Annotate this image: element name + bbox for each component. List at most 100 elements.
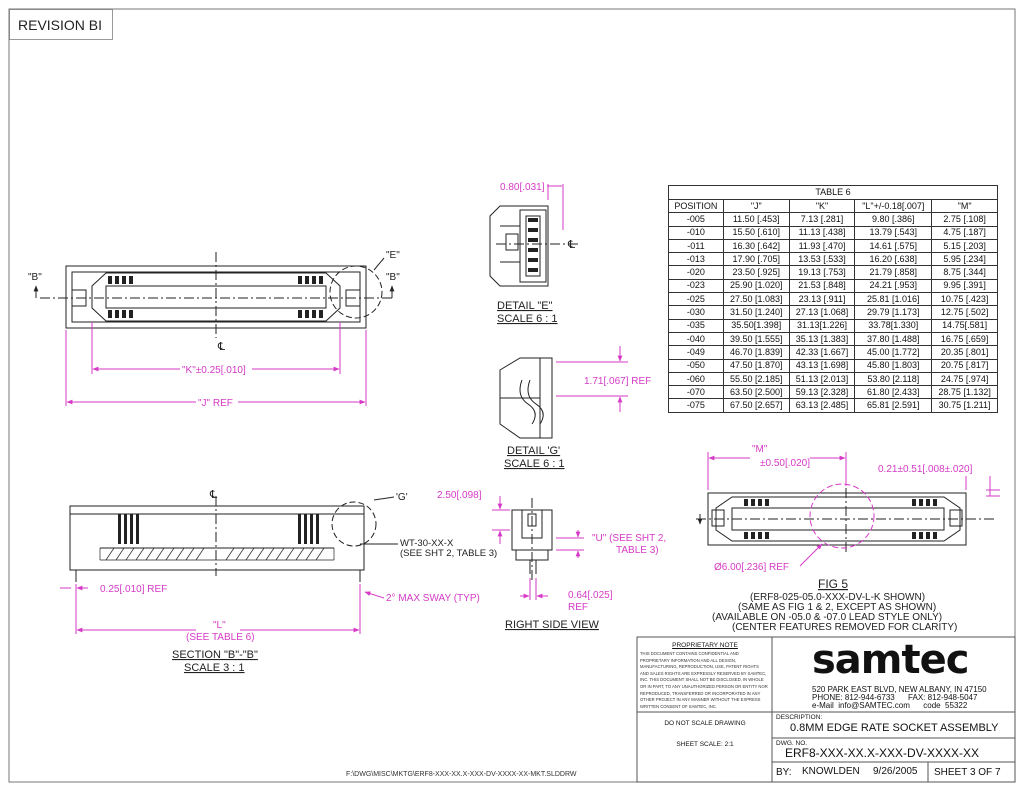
table-cell: 31.50 [1.240] xyxy=(722,305,790,320)
right-side-dim-top: 2.50[.098] xyxy=(437,490,482,501)
samtec-logo-text: samtec xyxy=(812,637,969,683)
right-side-view xyxy=(511,498,553,580)
right-side-u-label-1: "U" (SEE SHT 2, xyxy=(592,533,666,544)
top-view xyxy=(40,252,392,338)
table-cell: 28.75 [1.132] xyxy=(931,385,998,400)
table-cell: -070 xyxy=(668,385,724,400)
table-cell: 45.00 [1.772] xyxy=(854,345,933,360)
table-cell: 63.13 [2.485] xyxy=(788,398,856,413)
description-value: 0.8MM EDGE RATE SOCKET ASSEMBLY xyxy=(790,722,999,734)
table-cell: 10.75 [.423] xyxy=(931,292,998,307)
table-cell: 63.50 [2.500] xyxy=(722,385,790,400)
table-cell: 42.33 [1.667] xyxy=(788,345,856,360)
table-cell: -049 xyxy=(668,345,724,360)
table-cell: -025 xyxy=(668,292,724,307)
detail-g-dim: 1.71[.067] REF xyxy=(584,376,651,387)
table-cell: 11.50 [.453] xyxy=(722,212,790,227)
table-cell: 59.13 [2.328] xyxy=(788,385,856,400)
table-6-title: TABLE 6 xyxy=(668,185,998,199)
proprietary-line: INC. THIS DOCUMENT SHALL NOT BE DISCLOSE… xyxy=(640,677,764,683)
table-cell: 14.75[.581] xyxy=(931,318,998,333)
table-cell: -030 xyxy=(668,305,724,320)
table-cell: 13.53 [.533] xyxy=(788,252,856,267)
table-cell: 39.50 [1.555] xyxy=(722,331,790,347)
table-cell: 23.13 [.911] xyxy=(788,292,856,307)
table-cell: 45.80 [1.803] xyxy=(854,358,933,373)
right-side-dim-bottom-1: 0.64[.025] xyxy=(568,590,613,601)
right-side-dim-bottom-2: REF xyxy=(568,602,588,613)
title-block-frame xyxy=(636,636,1016,783)
proprietary-line: THIS DOCUMENT CONTAINS CONFIDENTIAL AND xyxy=(640,651,739,656)
table-cell: 21.79 [.858] xyxy=(854,265,933,280)
fig5-dia: Ø6.00[.236] REF xyxy=(714,562,789,573)
table-cell: 20.75 [.817] xyxy=(931,358,998,373)
proprietary-line: REPRODUCED, TRANSFERRED OR INCORPORATED … xyxy=(640,690,761,696)
email-line: e-Mail info@SAMTEC.com code 55322 xyxy=(812,701,968,710)
description-label: DESCRIPTION: xyxy=(776,714,823,721)
table-cell: -005 xyxy=(668,212,724,227)
fig5-title: FIG 5 xyxy=(818,577,848,591)
sheet-value: SHEET 3 OF 7 xyxy=(934,767,1001,778)
section-b-sway: 2° MAX SWAY (TYP) xyxy=(386,593,480,604)
table-cell: 23.50 [.925] xyxy=(722,265,790,280)
table-cell: 53.80 [2.118] xyxy=(854,371,933,387)
table-cell: 2.75 [.108] xyxy=(931,212,998,227)
phone-line: PHONE: 812-944-6733 FAX: 812-948-5047 xyxy=(812,693,978,702)
j-dim-label: "J" REF xyxy=(198,398,233,409)
section-b-label-g: 'G' xyxy=(396,492,408,503)
fig5-note-2: (SAME AS FIG 1 & 2, EXCEPT AS SHOWN) xyxy=(738,602,936,613)
detail-e-title: DETAIL "E" xyxy=(497,300,553,312)
table-cell: 14.61 [.575] xyxy=(854,238,933,254)
detail-e-contacts xyxy=(528,218,538,272)
table-cell: -020 xyxy=(668,265,724,280)
fig5-view xyxy=(696,483,996,552)
fig5-m-label-2: ±0.50[.020] xyxy=(760,458,810,469)
table-cell: 19.13 [.753] xyxy=(788,265,856,280)
table-cell: 16.30 [.642] xyxy=(722,238,790,254)
fig5-note-1: (ERF8-025-05.0-XXX-DV-L-K SHOWN) xyxy=(750,592,925,603)
by-label: BY: xyxy=(776,767,792,778)
table-cell: 65.81 [2.591] xyxy=(854,398,933,413)
detail-e-dim: 0.80[.031] xyxy=(500,182,545,193)
detail-g-dimension xyxy=(556,346,628,412)
detail-g-title: DETAIL 'G' xyxy=(507,445,560,457)
table-cell: 33.78[1.330] xyxy=(854,318,933,333)
table-cell: 24.21 [.953] xyxy=(854,278,933,294)
section-b-view xyxy=(69,496,398,582)
file-path: F:\DWG\MISC\MKTG\ERF8-XXX-XX.X-XXX-DV-XX… xyxy=(346,771,577,778)
detail-e-centerline: ℄ xyxy=(567,239,575,251)
table-cell: 11.13 [.438] xyxy=(788,225,856,240)
proprietary-note: PROPRIETARY NOTE THIS DOCUMENT CONTAINS … xyxy=(640,642,770,710)
top-view-label-b-left: "B" xyxy=(28,272,42,283)
fig5-note-4: (CENTER FEATURES REMOVED FOR CLARITY) xyxy=(732,622,957,633)
table-cell: 27.13 [1.068] xyxy=(788,305,856,320)
section-b-l-dim-2: (SEE TABLE 6) xyxy=(186,632,255,643)
detail-e-view xyxy=(489,205,578,287)
detail-g-view xyxy=(499,357,553,439)
table-cell: 21.53 [.848] xyxy=(788,278,856,294)
table-cell: 7.13 [.281] xyxy=(788,212,856,227)
table-cell: 46.70 [1.839] xyxy=(722,345,790,360)
fig5-contacts xyxy=(744,499,937,539)
do-not-scale: DO NOT SCALE DRAWING xyxy=(664,720,746,727)
right-side-u-label-2: TABLE 3) xyxy=(616,545,659,556)
samtec-logo: samtec xyxy=(812,640,972,680)
table-cell: 43.13 [1.698] xyxy=(788,358,856,373)
proprietary-line: WRITTEN CONSENT OF SAMTEC, INC. xyxy=(640,703,717,709)
top-view-label-b-right: "B" xyxy=(386,272,400,283)
top-view-contacts xyxy=(108,276,323,318)
table-cell: 25.90 [1.020] xyxy=(722,278,790,294)
proprietary-line: AND SALES RIGHTS ARE EXPRESSLY RESERVED … xyxy=(640,670,767,676)
proprietary-line: OTHER PROJECT IN ANY MANNER WITHOUT THE … xyxy=(640,697,761,703)
section-b-hatch xyxy=(99,547,335,561)
table-cell: 5.15 [.203] xyxy=(931,238,998,254)
section-b-scale: SCALE 3 : 1 xyxy=(184,662,245,674)
table-cell: 27.50 [1.083] xyxy=(722,292,790,307)
